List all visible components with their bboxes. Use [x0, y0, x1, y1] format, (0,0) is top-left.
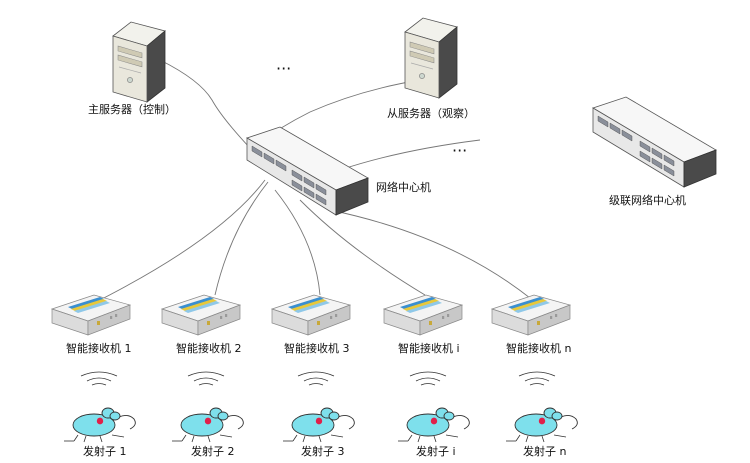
signal-icon [518, 371, 556, 386]
receiver-3: 智能接收机 3 [271, 294, 351, 355]
wire-receiver-2 [214, 181, 269, 296]
signal-icon [297, 371, 335, 386]
receiver-icon [271, 294, 351, 336]
receiver-2: 智能接收机 2 [161, 294, 242, 355]
wire-receiver-3 [274, 189, 321, 296]
signal-icon [409, 371, 447, 386]
mouse-icon [397, 407, 470, 443]
transmitter-2: 发射子 2 [171, 407, 244, 458]
transmitter-3: 发射子 3 [282, 407, 355, 458]
receiver-label: 智能接收机 n [506, 341, 571, 355]
receiver-label: 智能接收机 i [398, 341, 460, 355]
receiver-label: 智能接收机 1 [66, 341, 132, 355]
signal-icon [187, 371, 225, 386]
mouse-icon [63, 407, 136, 443]
mouse-icon [282, 407, 355, 443]
cascade-switch: 级联网络中心机 [592, 96, 717, 207]
transmitter-label: 发射子 1 [83, 444, 127, 458]
transmitter-1: 发射子 1 [63, 407, 136, 458]
receiver-i: 智能接收机 i [383, 294, 463, 355]
server-icon [112, 21, 166, 103]
receiver-icon [161, 294, 241, 336]
mouse-icon [505, 407, 578, 443]
main-server: 主服务器（控制） [88, 21, 176, 116]
wire-secondary-server [269, 79, 421, 136]
transmitter-label: 发射子 2 [191, 444, 235, 458]
main-server-label: 主服务器（控制） [88, 102, 176, 116]
secondary-server-label: 从服务器（观察） [387, 106, 475, 120]
transmitter-label: 发射子 i [416, 444, 456, 458]
wire-main-server [159, 59, 251, 149]
transmitter-label: 发射子 3 [301, 444, 345, 458]
secondary-server: 从服务器（观察） [387, 17, 475, 120]
receiver-label: 智能接收机 2 [176, 341, 242, 355]
transmitter-label: 发射子 n [523, 444, 566, 458]
receiver-label: 智能接收机 3 [284, 341, 350, 355]
servers-ellipsis: ··· [276, 59, 291, 78]
receiver-icon [383, 294, 463, 336]
wire-receiver-n [329, 209, 531, 299]
signal-icon [80, 371, 118, 386]
mouse-icon [171, 407, 244, 443]
wire-receiver-i [299, 199, 426, 296]
wire-receiver-1 [89, 179, 266, 306]
switch-icon [246, 126, 369, 216]
wire-cascade [339, 139, 481, 171]
receiver-icon [491, 294, 571, 336]
server-icon [404, 17, 458, 99]
receiver-n: 智能接收机 n [491, 294, 571, 355]
receiver-1: 智能接收机 1 [51, 294, 132, 355]
signal-arcs [80, 371, 556, 386]
transmitter-i: 发射子 i [397, 407, 470, 458]
cascade-switch-label: 级联网络中心机 [609, 193, 686, 207]
switches-ellipsis: ··· [452, 141, 467, 160]
center-switch: 网络中心机 [246, 126, 431, 216]
transmitter-n: 发射子 n [505, 407, 578, 458]
receiver-icon [51, 294, 131, 336]
center-switch-label: 网络中心机 [376, 180, 431, 194]
connection-wires [89, 59, 531, 306]
switch-icon [592, 96, 717, 188]
